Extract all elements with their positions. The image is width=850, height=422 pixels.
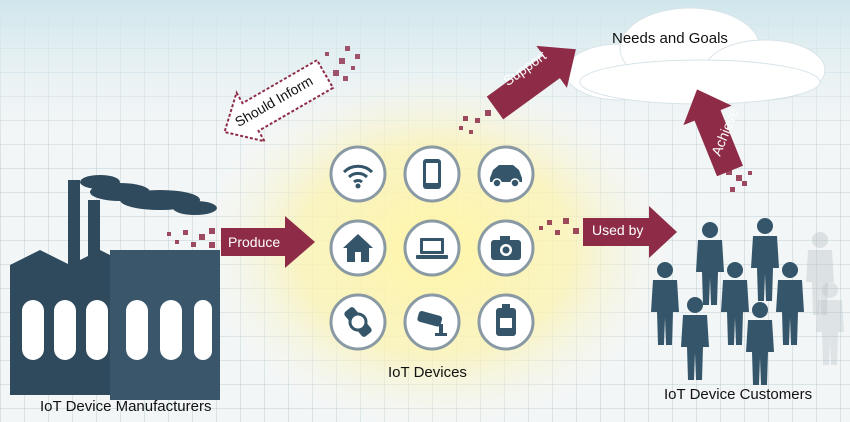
- support-arrow: [459, 45, 576, 134]
- used-by-label: Used by: [592, 222, 644, 238]
- person-icon: [721, 262, 749, 345]
- person-icon: [681, 297, 709, 380]
- device-icons-grid: [329, 145, 535, 351]
- should-inform-arrow: [223, 46, 360, 143]
- person-icon: [651, 262, 679, 345]
- customers-label: IoT Device Customers: [664, 386, 813, 403]
- person-icon: [746, 302, 774, 385]
- smartwatch-icon: [329, 293, 387, 351]
- achieve-arrow: [683, 89, 752, 192]
- needs-goals-label: Needs and Goals: [612, 30, 728, 47]
- produce-arrow: [167, 216, 315, 268]
- laptop-icon: [403, 219, 461, 277]
- car-icon: [477, 145, 535, 203]
- used-by-arrow: [539, 206, 677, 258]
- wifi-icon: [329, 145, 387, 203]
- person-icon: [776, 262, 804, 345]
- person-icon: [816, 282, 844, 365]
- manufacturers-label: IoT Device Manufacturers: [40, 398, 212, 415]
- home-icon: [329, 219, 387, 277]
- produce-label: Produce: [228, 234, 281, 250]
- person-icon: [806, 232, 834, 315]
- person-icon: [751, 218, 779, 301]
- customers-icon: [651, 218, 844, 385]
- devices-label: IoT Devices: [388, 364, 467, 381]
- camera-icon: [477, 219, 535, 277]
- security-camera-icon: [403, 293, 461, 351]
- card-reader-icon: [477, 293, 535, 351]
- smartphone-icon: [403, 145, 461, 203]
- person-icon: [696, 222, 724, 305]
- factory-icon: [10, 175, 220, 400]
- cloud-icon: [564, 7, 826, 105]
